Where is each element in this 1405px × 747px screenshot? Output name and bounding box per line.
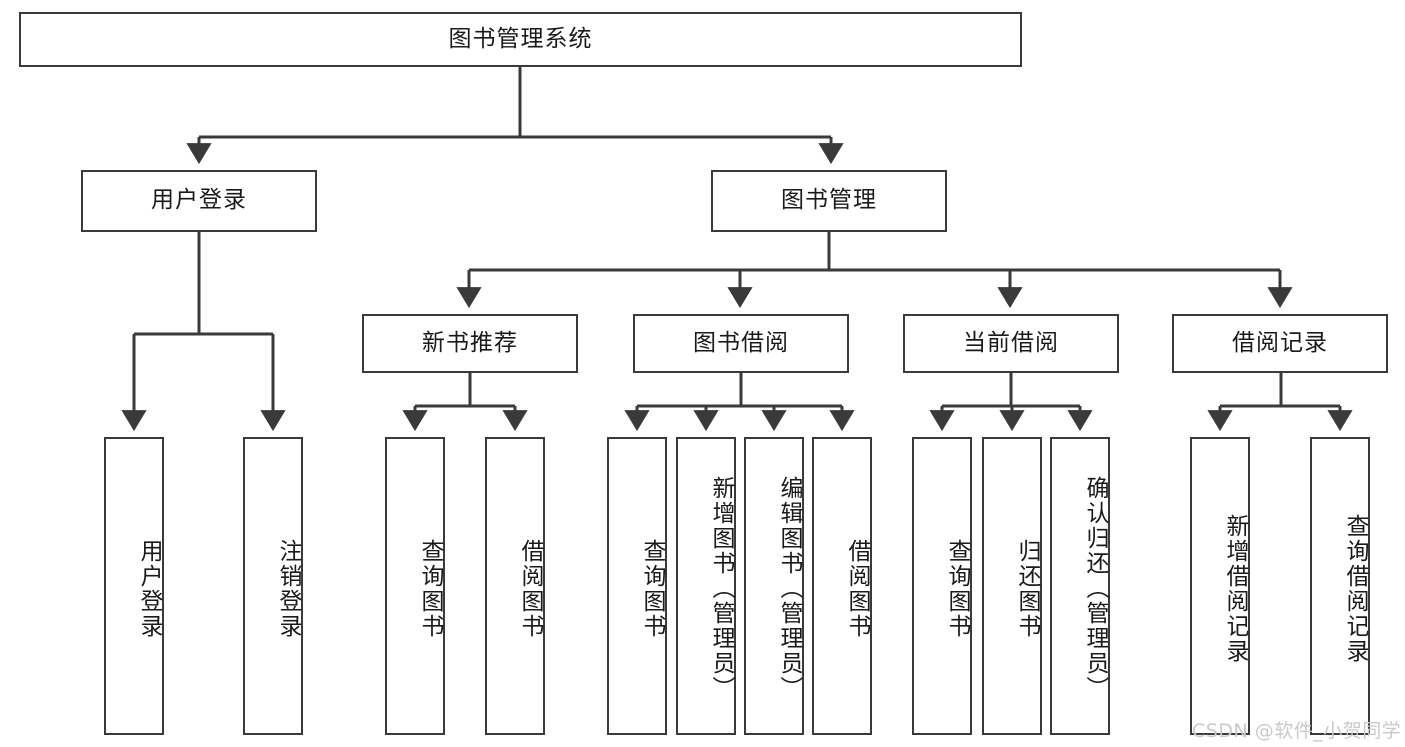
- node-user-login[interactable]: 用户登录: [81, 170, 317, 232]
- node-leaf-query-book-borrow[interactable]: 查询图书: [607, 437, 667, 735]
- node-leaf-add-borrow-record[interactable]: 新增借阅记录: [1190, 437, 1250, 735]
- node-root[interactable]: 图书管理系统: [19, 12, 1022, 67]
- node-leaf-query-book-current[interactable]: 查询图书: [912, 437, 972, 735]
- node-book-manage[interactable]: 图书管理: [711, 170, 947, 232]
- node-leaf-borrow-book-recommend[interactable]: 借阅图书: [485, 437, 545, 735]
- node-borrow-record[interactable]: 借阅记录: [1172, 314, 1388, 373]
- node-current-borrow[interactable]: 当前借阅: [903, 314, 1119, 373]
- node-leaf-borrow-book[interactable]: 借阅图书: [812, 437, 872, 735]
- node-leaf-confirm-return[interactable]: 确认归还（管理员）: [1050, 437, 1110, 735]
- node-leaf-query-book-recommend[interactable]: 查询图书: [385, 437, 445, 735]
- node-leaf-user-login[interactable]: 用户登录: [104, 437, 164, 735]
- node-leaf-user-logout[interactable]: 注销登录: [243, 437, 303, 735]
- node-leaf-return-book[interactable]: 归还图书: [982, 437, 1042, 735]
- node-book-borrow[interactable]: 图书借阅: [633, 314, 849, 373]
- node-leaf-query-borrow-record[interactable]: 查询借阅记录: [1310, 437, 1370, 735]
- node-leaf-add-book[interactable]: 新增图书（管理员）: [676, 437, 736, 735]
- node-leaf-edit-book[interactable]: 编辑图书（管理员）: [744, 437, 804, 735]
- node-new-book-recommend[interactable]: 新书推荐: [362, 314, 578, 373]
- csdn-watermark: CSDN @软件_小贺同学: [1192, 720, 1402, 742]
